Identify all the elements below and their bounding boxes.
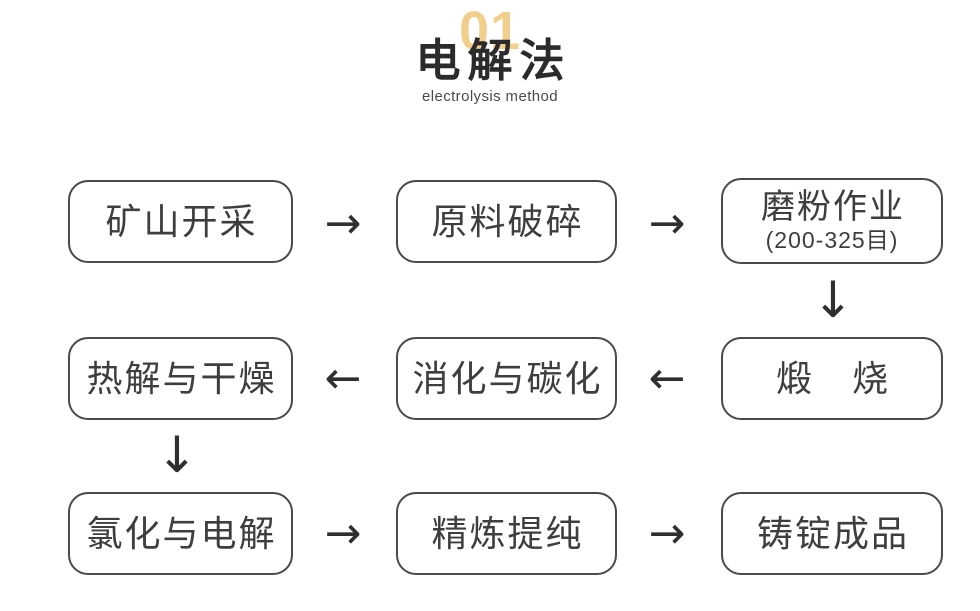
step-label: 煅 烧: [775, 357, 890, 399]
step-sublabel: (200-325目): [765, 227, 899, 254]
right-arrow-icon: →: [648, 508, 686, 559]
section-title: 电解法: [415, 35, 572, 86]
right-arrow-icon: →: [324, 198, 362, 249]
down-arrow-icon: ↓: [812, 271, 854, 329]
step-label: 氯化与电解: [86, 512, 277, 554]
section-number: 01: [458, 1, 522, 61]
step-box-milling: 磨粉作业 (200-325目): [721, 178, 943, 264]
down-arrow-icon: ↓: [156, 426, 198, 484]
step-label: 铸锭成品: [756, 512, 909, 554]
step-label: 热解与干燥: [86, 357, 277, 399]
step-box-ingot-casting: 铸锭成品: [721, 492, 943, 575]
step-box-refining-purification: 精炼提纯: [396, 492, 617, 575]
right-arrow-icon: →: [648, 198, 686, 249]
step-label: 消化与碳化: [412, 357, 603, 399]
step-box-chlorination-electrolysis: 氯化与电解: [68, 492, 293, 575]
left-arrow-icon: ←: [324, 353, 362, 404]
step-box-pyrolysis-drying: 热解与干燥: [68, 337, 293, 420]
section-header: 01 电解法 electrolysis method: [0, 0, 980, 105]
step-box-mining: 矿山开采: [68, 180, 293, 263]
step-box-calcination: 煅 烧: [721, 337, 943, 420]
step-label: 磨粉作业: [761, 187, 905, 226]
step-box-digestion-carbonization: 消化与碳化: [396, 337, 617, 420]
step-label: 原料破碎: [431, 200, 584, 242]
right-arrow-icon: →: [324, 508, 362, 559]
left-arrow-icon: ←: [648, 353, 686, 404]
step-box-crushing: 原料破碎: [396, 180, 617, 263]
step-label: 矿山开采: [105, 200, 258, 242]
section-subtitle: electrolysis method: [422, 88, 558, 105]
step-label: 精炼提纯: [431, 512, 584, 554]
